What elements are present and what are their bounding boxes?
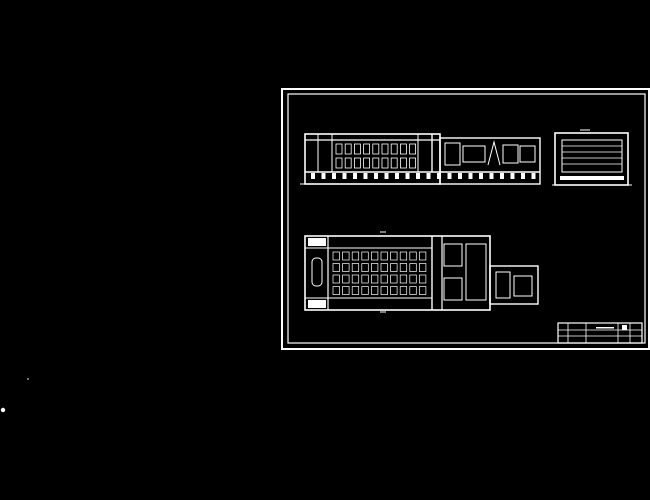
plan-cell [409, 274, 417, 284]
window-mark [381, 143, 389, 155]
window-mark [409, 143, 417, 155]
plan-cell [380, 286, 388, 295]
plan-cell [342, 263, 350, 272]
plinth-tooth [437, 173, 441, 179]
plan-cell [342, 274, 350, 284]
plinth-tooth [353, 173, 357, 179]
plinth-tooth [416, 173, 420, 179]
window-mark [399, 157, 407, 169]
plinth-tooth [426, 173, 431, 179]
plan-cell [399, 286, 408, 295]
window-mark [372, 157, 380, 169]
plan-cell [342, 286, 350, 295]
plan-cell [399, 251, 408, 261]
plinth-tooth [332, 173, 336, 179]
plan-cell [419, 251, 427, 261]
window-mark [399, 143, 407, 155]
plan-cell [351, 263, 360, 272]
window-mark [353, 157, 361, 169]
plan-cell [380, 274, 388, 284]
plan-cell [390, 263, 398, 272]
plan-cell [419, 286, 427, 295]
plinth-tooth [489, 173, 494, 179]
plinth-tooth [510, 173, 515, 179]
stray-marks [0, 378, 29, 413]
window-mark [353, 143, 361, 155]
plinth-tooth [447, 173, 452, 179]
plinth-tooth [479, 173, 483, 179]
plan-cell [332, 263, 340, 272]
plan-cell [342, 251, 350, 261]
plinth-tooth [363, 173, 368, 179]
plan-cell [409, 251, 417, 261]
window-mark [335, 143, 343, 155]
plan-cell [380, 263, 388, 272]
plinth-tooth [311, 173, 315, 179]
plan-cell [332, 274, 340, 284]
plan-cell [332, 286, 340, 295]
plinth-tooth [458, 173, 462, 179]
plinth-tooth [500, 173, 504, 179]
plan-cell [371, 251, 379, 261]
plan-cell [419, 263, 427, 272]
window-mark [409, 157, 417, 169]
plan-cell [399, 263, 408, 272]
window-mark [344, 157, 352, 169]
window-mark [390, 157, 398, 169]
plan-view [304, 231, 539, 313]
plan-cell [399, 274, 408, 284]
title-block [557, 322, 643, 344]
plinth-tooth [374, 173, 378, 179]
plinth-tooth [468, 173, 473, 179]
elevation-view [300, 133, 541, 185]
plinth-tooth [321, 173, 326, 179]
plan-cell [390, 251, 398, 261]
plan-cell [371, 286, 379, 295]
plinth-tooth [531, 173, 536, 179]
plan-cell [361, 274, 369, 284]
window-mark [372, 143, 380, 155]
plan-cell [390, 274, 398, 284]
window-mark [390, 143, 398, 155]
plan-cell [371, 263, 379, 272]
plinth-tooth [521, 173, 525, 179]
window-mark [363, 157, 371, 169]
window-mark [363, 143, 371, 155]
plan-cell [361, 263, 369, 272]
window-mark [381, 157, 389, 169]
plan-cell [371, 274, 379, 284]
plan-cell [409, 263, 417, 272]
drawing-sheet [281, 88, 650, 350]
plinth-tooth [405, 173, 410, 179]
plinth-tooth [395, 173, 399, 179]
plan-cell [419, 274, 427, 284]
plinth-tooth [342, 173, 347, 179]
plan-cell [390, 286, 398, 295]
plan-cell [409, 286, 417, 295]
plan-cell [351, 286, 360, 295]
plan-cell [351, 251, 360, 261]
plan-cell [361, 251, 369, 261]
plan-cell [380, 251, 388, 261]
plan-cell [361, 286, 369, 295]
window-mark [344, 143, 352, 155]
plan-cell [332, 251, 340, 261]
plinth-tooth [384, 173, 389, 179]
window-mark [335, 157, 343, 169]
plan-cell [351, 274, 360, 284]
end-view [552, 129, 632, 186]
